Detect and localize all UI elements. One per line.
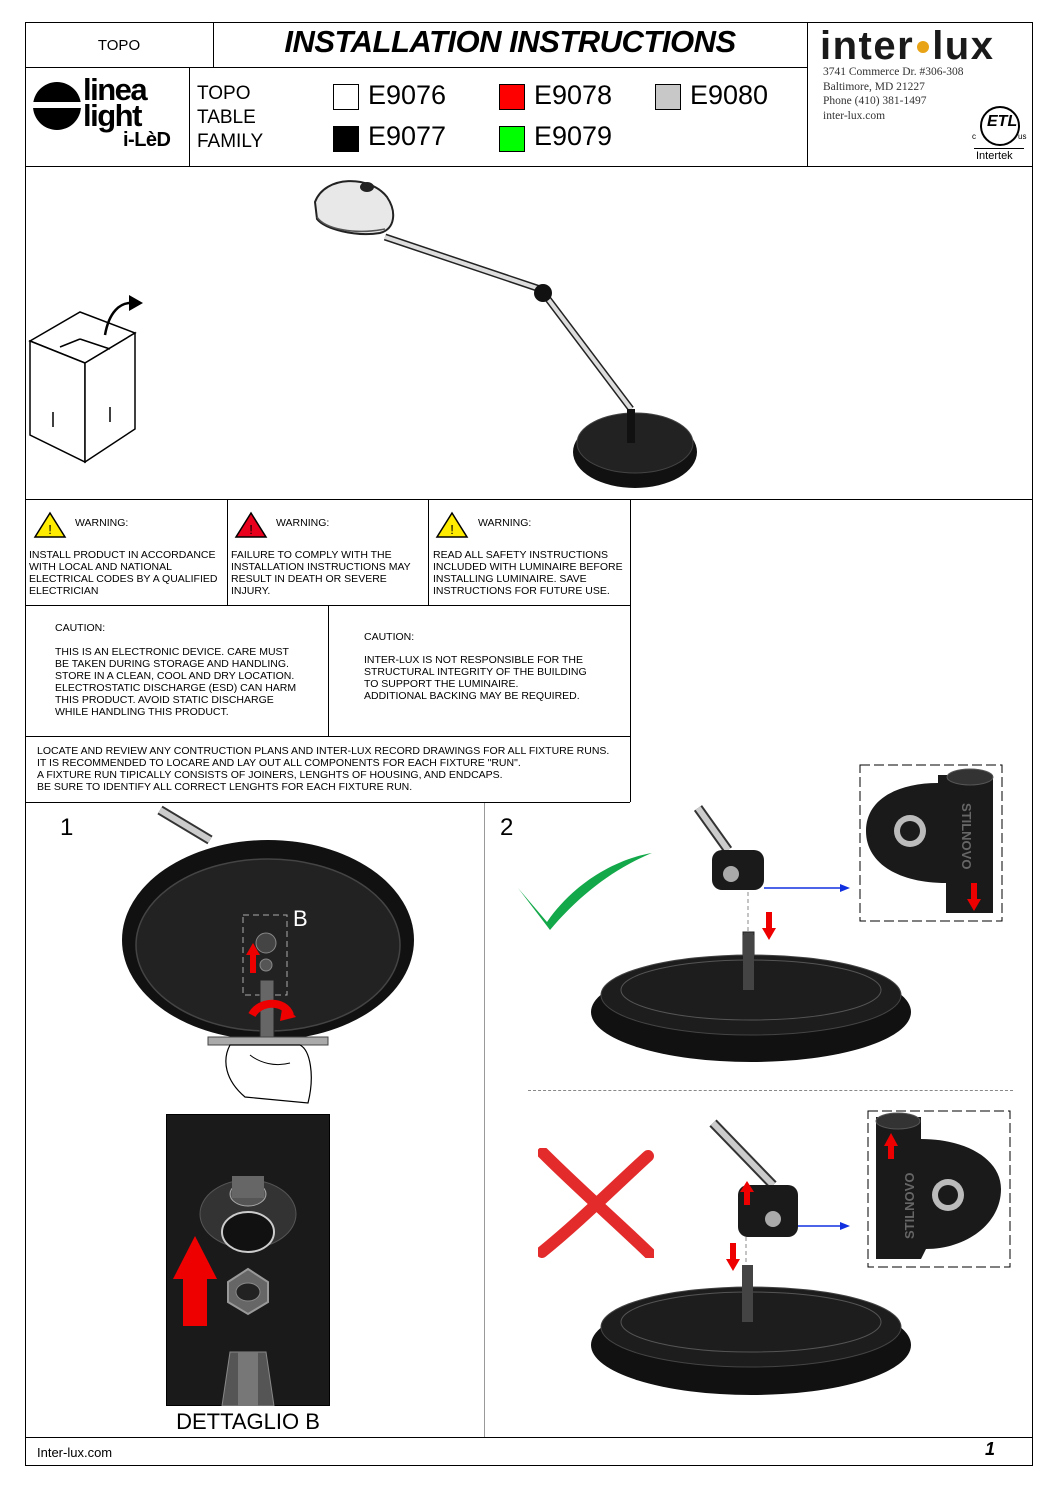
lamp-base-icon xyxy=(573,409,697,488)
step2-correct-illustration xyxy=(591,805,911,1062)
logo-word-light: light xyxy=(83,98,142,133)
svg-text:!: ! xyxy=(450,522,454,537)
step-number: 1 xyxy=(60,814,74,841)
warning-heading: WARNING: xyxy=(276,517,330,529)
logo-word-iled: i-LèD xyxy=(123,129,171,151)
steps-divider xyxy=(484,803,485,1437)
warning-body: READ ALL SAFETY INSTRUCTIONS INCLUDED WI… xyxy=(433,549,623,597)
detail-caption: DETTAGLIO B xyxy=(176,1409,320,1434)
notice-bottom-rule xyxy=(25,802,630,803)
detail-b-illustration xyxy=(166,1114,330,1406)
caution-body: INTER-LUX IS NOT RESPONSIBLE FOR THE STR… xyxy=(364,654,587,702)
header-col-rule xyxy=(807,22,808,166)
warning-divider xyxy=(428,499,429,605)
header-bottom-rule xyxy=(25,166,1033,167)
web-line: inter-lux.com xyxy=(823,109,886,122)
interlux-logo-lux: lux xyxy=(932,24,995,68)
interlux-logo: inter lux xyxy=(820,24,994,69)
lamp-arm-icon xyxy=(383,233,634,412)
etl-certification-mark: ETL c us Intertek xyxy=(972,102,1028,164)
lamp-head-icon xyxy=(313,180,395,235)
phone-line: Phone (410) 381-1497 xyxy=(823,95,927,107)
warning-triangle-icon: ! xyxy=(435,511,469,538)
swatch-e9078 xyxy=(499,84,525,110)
variant-code: E9079 xyxy=(534,121,613,151)
address-line: 3741 Commerce Dr. #306-308 xyxy=(823,66,964,78)
correct-detail-inset: STILNOVO xyxy=(859,764,1003,922)
notice-right-rule xyxy=(630,499,631,802)
family-line: FAMILY xyxy=(197,131,264,152)
step-number: 2 xyxy=(500,814,514,841)
intertek-text: Intertek xyxy=(976,150,1013,162)
fixture-run-notice: LOCATE AND REVIEW ANY CONTRUCTION PLANS … xyxy=(37,745,610,793)
etl-rule xyxy=(974,148,1024,149)
warning-body: FAILURE TO COMPLY WITH THE INSTALLATION … xyxy=(231,549,411,597)
warning-heading: WARNING: xyxy=(478,517,532,529)
caution-body: THIS IS AN ELECTRONIC DEVICE. CARE MUST … xyxy=(55,646,297,718)
danger-triangle-icon: ! xyxy=(234,511,268,538)
etl-c-text: c xyxy=(972,132,976,141)
interlux-brand-block: inter lux 3741 Commerce Dr. #306-308 Balt… xyxy=(820,24,1030,164)
family-label: TOPO TABLE FAMILY xyxy=(197,82,263,154)
step2-incorrect-illustration xyxy=(591,1119,911,1395)
etl-us-text: us xyxy=(1018,132,1027,141)
variant-code: E9078 xyxy=(534,80,613,110)
variant-code: E9076 xyxy=(368,80,447,110)
footer-rule xyxy=(25,1437,1033,1438)
incorrect-detail-inset: STILNOVO xyxy=(867,1110,1011,1268)
page-title: INSTALLATION INSTRUCTIONS xyxy=(284,24,736,59)
warning-body: INSTALL PRODUCT IN ACCORDANCE WITH LOCAL… xyxy=(29,549,218,597)
swatch-e9076 xyxy=(333,84,359,110)
page-number: 1 xyxy=(985,1439,996,1459)
warning-heading: WARNING: xyxy=(75,517,129,529)
footer-website: Inter-lux.com xyxy=(37,1445,113,1460)
linea-light-mark-icon xyxy=(33,82,81,130)
option-separator xyxy=(528,1090,1013,1092)
swatch-e9080 xyxy=(655,84,681,110)
header-col-rule xyxy=(213,22,214,67)
stilnovo-mark: STILNOVO xyxy=(902,1173,917,1239)
page-frame xyxy=(25,22,1033,1466)
logo-word-linea: linea xyxy=(83,72,148,107)
detail-callout-label: B xyxy=(293,906,308,931)
swatch-e9077 xyxy=(333,126,359,152)
svg-text:!: ! xyxy=(249,522,253,537)
address-line: Baltimore, MD 21227 xyxy=(823,80,925,93)
hero-lamp-illustration xyxy=(28,180,697,488)
etl-circle-icon xyxy=(980,106,1020,146)
caution-heading: CAUTION: xyxy=(364,631,415,643)
svg-text:!: ! xyxy=(48,522,52,537)
correct-check-icon xyxy=(518,853,652,930)
interlux-contact: 3741 Commerce Dr. #306-308 Baltimore, MD… xyxy=(823,65,964,123)
header-col-rule xyxy=(189,67,190,166)
linea-light-logo: linea light i-LèD xyxy=(33,72,185,162)
caution-heading: CAUTION: xyxy=(55,622,106,634)
header-divider xyxy=(25,67,807,68)
etl-text: ETL xyxy=(987,113,1018,130)
caution-divider xyxy=(328,605,329,736)
interlux-dot-icon xyxy=(917,41,930,53)
warning-bottom-rule xyxy=(25,605,630,606)
caution-bottom-rule xyxy=(25,736,630,737)
step1-base-illustration xyxy=(122,805,414,1104)
variant-code: E9077 xyxy=(368,121,447,151)
family-line: TOPO xyxy=(197,83,251,104)
packaging-box-icon xyxy=(28,295,143,464)
swatch-e9079 xyxy=(499,126,525,152)
hero-bottom-rule xyxy=(25,499,1033,500)
product-name: TOPO xyxy=(97,37,141,54)
stilnovo-mark: STILNOVO xyxy=(959,803,974,869)
interlux-logo-inter: inter xyxy=(820,24,915,68)
family-line: TABLE xyxy=(197,107,256,128)
variant-code: E9080 xyxy=(690,80,769,110)
warning-triangle-icon: ! xyxy=(33,511,67,538)
warning-divider xyxy=(227,499,228,605)
incorrect-x-icon xyxy=(538,1148,654,1258)
